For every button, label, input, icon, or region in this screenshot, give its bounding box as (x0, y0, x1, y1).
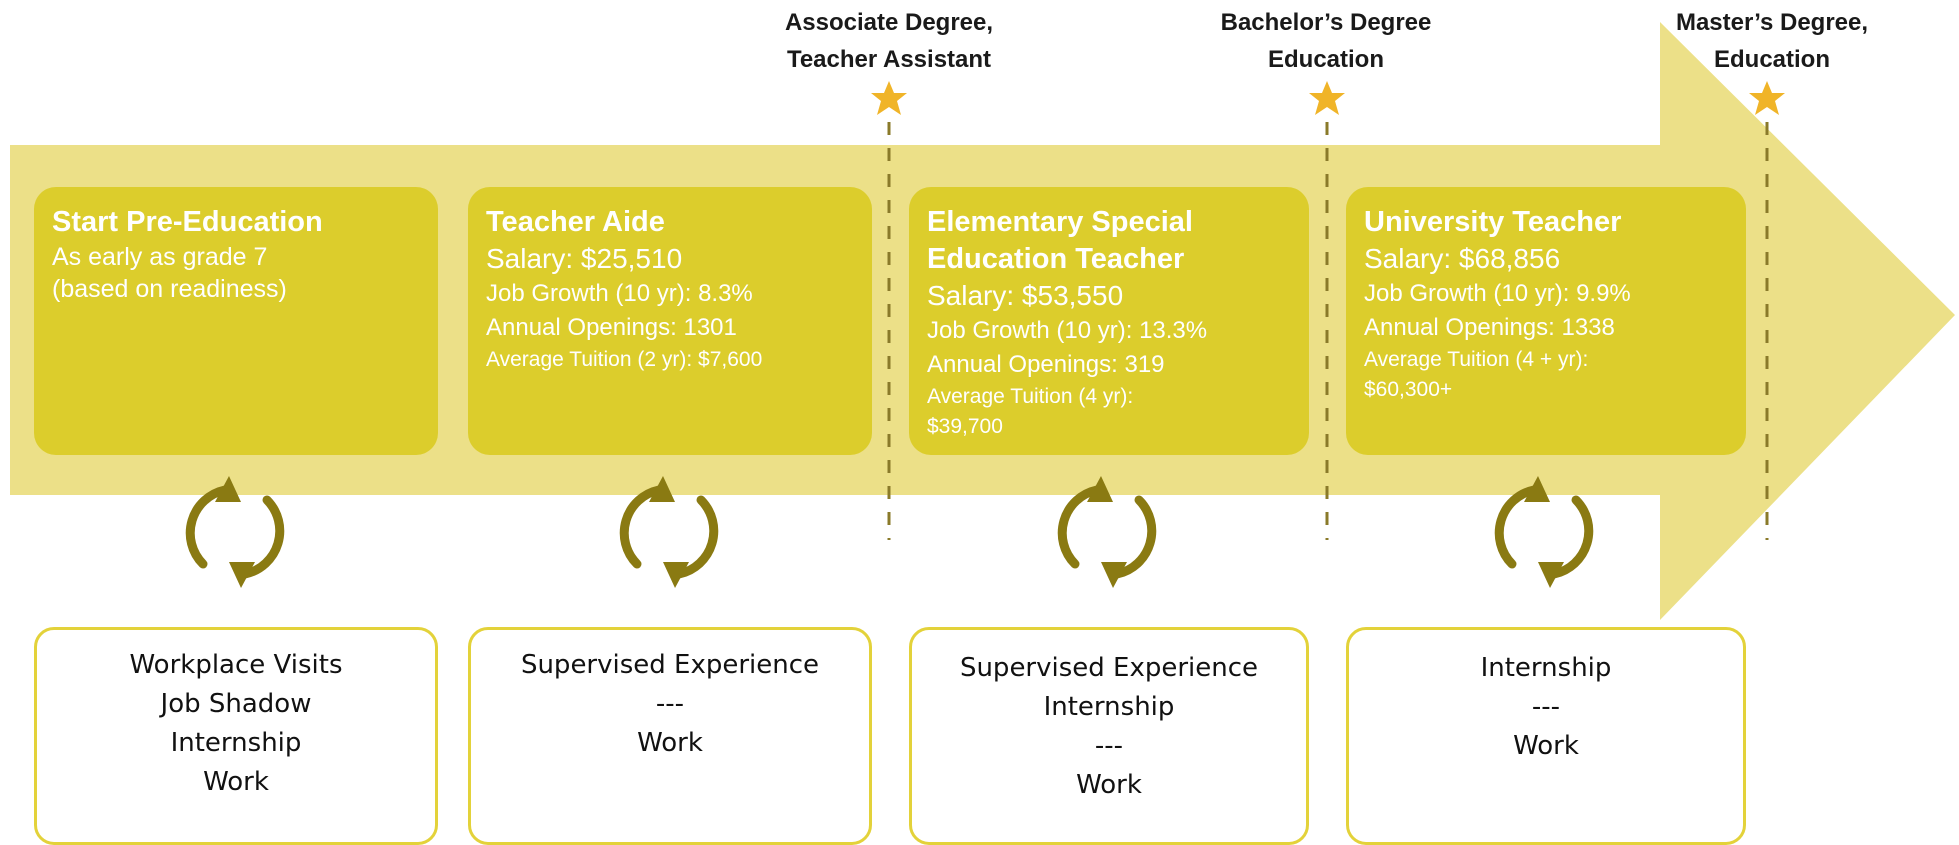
stage-annual-openings: Annual Openings: 1301 (486, 314, 737, 341)
experience-item: Work (1076, 770, 1142, 800)
stage-salary: Salary: $25,510 (486, 243, 683, 274)
experience-item: Work (203, 767, 269, 797)
stage-annual-openings: Annual Openings: 1338 (1364, 314, 1615, 341)
experience-box-pre-education: Workplace Visits Job Shadow Internship W… (34, 627, 438, 845)
cycle-arrows-icon (619, 476, 719, 588)
milestone-label-bachelor: Bachelor’s Degree Education (1176, 4, 1476, 78)
experience-item: Workplace Visits (129, 650, 343, 680)
experience-item: Internship (170, 728, 302, 758)
stage-title: Education Teacher (927, 243, 1185, 275)
cycle-arrows-icon (185, 476, 285, 588)
star-icon (871, 81, 907, 115)
experience-box-teacher-aide: Supervised Experience --- Work (468, 627, 872, 845)
stage-title: University Teacher (1364, 206, 1622, 238)
milestone-line: Bachelor’s Degree (1220, 9, 1432, 36)
experience-item: Supervised Experience (959, 653, 1259, 683)
cycle-arrows-icon (1057, 476, 1157, 588)
stage-title: Teacher Aide (486, 206, 665, 238)
experience-item: Job Shadow (160, 689, 312, 719)
stage-tuition: Average Tuition (4 yr): (927, 385, 1134, 408)
experience-item: --- (655, 689, 685, 719)
stage-job-growth: Job Growth (10 yr): 8.3% (486, 280, 753, 307)
stage-box-university-teacher: University Teacher Salary: $68,856 Job G… (1346, 187, 1746, 455)
stage-salary: Salary: $68,856 (1364, 243, 1561, 274)
stage-box-pre-education: Start Pre-Education As early as grade 7 … (34, 187, 438, 455)
experience-box-special-education-teacher: Supervised Experience Internship --- Wor… (909, 627, 1309, 845)
experience-item: Supervised Experience (520, 650, 820, 680)
stage-box-teacher-aide: Teacher Aide Salary: $25,510 Job Growth … (468, 187, 872, 455)
experience-item: Work (1513, 731, 1579, 761)
star-icon (1309, 81, 1345, 115)
stage-job-growth: Job Growth (10 yr): 9.9% (1364, 280, 1631, 307)
stage-tuition: Average Tuition (4 + yr): (1364, 348, 1589, 371)
experience-item: Internship (1480, 653, 1612, 683)
experience-item: --- (1531, 692, 1561, 722)
experience-box-university-teacher: Internship --- Work (1346, 627, 1746, 845)
stage-annual-openings: Annual Openings: 319 (927, 351, 1165, 378)
stage-tuition: $39,700 (927, 415, 1003, 438)
milestone-line: Education (1267, 46, 1384, 73)
milestone-label-associate: Associate Degree, Teacher Assistant (739, 4, 1039, 78)
milestone-label-master: Master’s Degree, Education (1622, 4, 1922, 78)
milestone-line: Teacher Assistant (786, 46, 992, 73)
cycle-arrows-icon (1494, 476, 1594, 588)
stage-salary: Salary: $53,550 (927, 280, 1124, 311)
experience-item: --- (1094, 731, 1124, 761)
stage-tuition: Average Tuition (2 yr): $7,600 (486, 348, 763, 371)
stage-title: Start Pre-Education (52, 206, 323, 238)
milestone-line: Education (1713, 46, 1830, 73)
stage-detail: (based on readiness) (52, 275, 287, 303)
experience-item: Work (637, 728, 703, 758)
stage-title: Elementary Special (927, 206, 1193, 238)
stage-box-special-education-teacher: Elementary Special Education Teacher Sal… (909, 187, 1309, 455)
milestone-line: Master’s Degree, (1675, 9, 1869, 36)
star-icon (1749, 81, 1785, 115)
stage-detail: As early as grade 7 (52, 243, 268, 271)
experience-item: Internship (1043, 692, 1175, 722)
milestone-line: Associate Degree, (784, 9, 994, 36)
stage-job-growth: Job Growth (10 yr): 13.3% (927, 317, 1208, 344)
stage-tuition: $60,300+ (1364, 378, 1453, 401)
